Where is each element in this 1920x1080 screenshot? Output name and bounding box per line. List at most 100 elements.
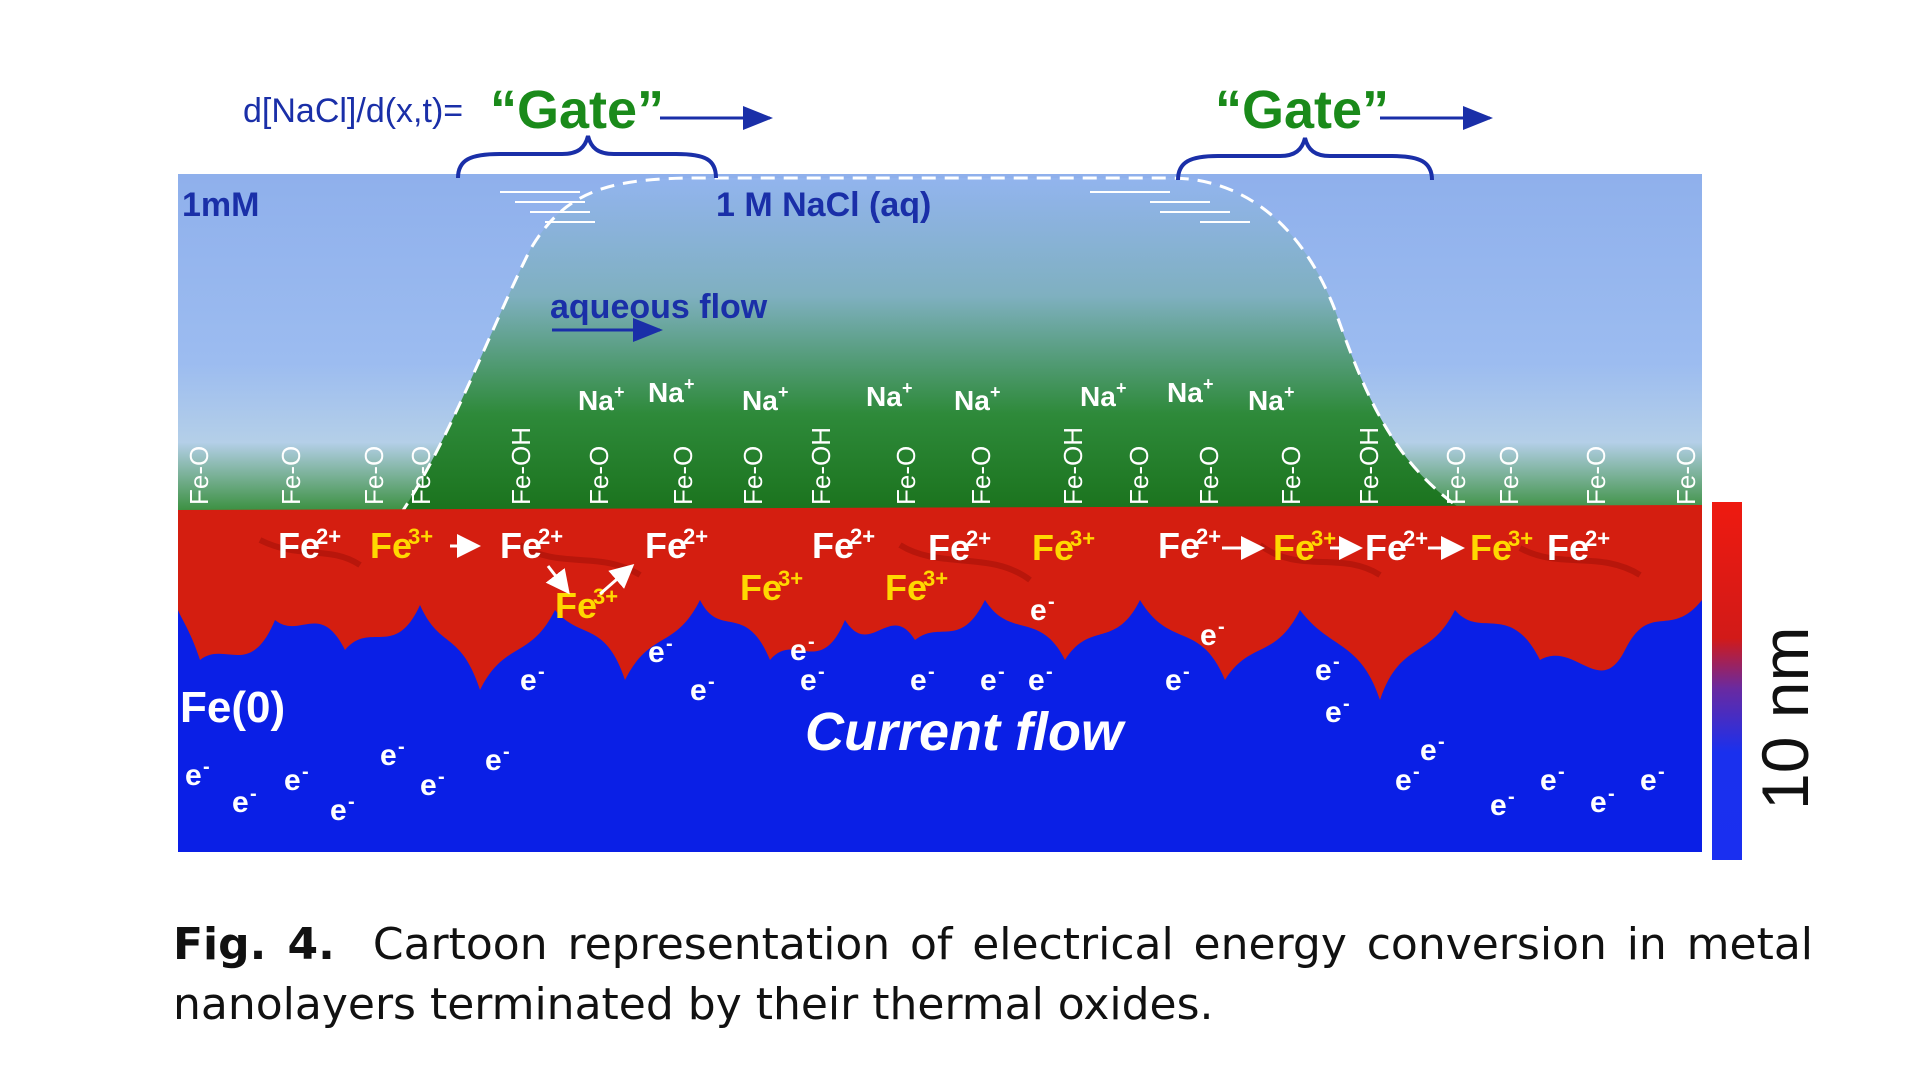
fe-oh-group: Fe-OH	[1354, 427, 1384, 505]
electron-charge: -	[818, 661, 825, 683]
electron-transfer-arrow	[545, 565, 570, 595]
sodium-ion: Na	[1167, 377, 1203, 408]
fe3-ion: Fe	[740, 567, 782, 608]
fe2-ion: Fe	[278, 525, 320, 566]
caption-label: Fig. 4.	[173, 919, 335, 970]
fe-oh-group: Fe-OH	[806, 427, 836, 505]
electron: e	[1030, 594, 1047, 627]
electron: e	[380, 739, 397, 772]
fe-o-group: Fe-O	[1194, 446, 1224, 505]
sodium-ion: Na	[1080, 381, 1116, 412]
fe2-ion-charge: 2+	[1403, 526, 1428, 551]
fe2-ion-charge: 2+	[538, 524, 563, 549]
fe-o-group: Fe-O	[1581, 446, 1611, 505]
sodium-ion-charge: +	[684, 374, 695, 394]
gradient-formula: d[NaCl]/d(x,t)=	[243, 92, 463, 130]
electron-charge: -	[348, 791, 355, 813]
electron-charge: -	[1658, 761, 1665, 783]
sodium-ion-charge: +	[778, 382, 789, 402]
sodium-ion: Na	[648, 377, 684, 408]
sodium-ion-charge: +	[1116, 378, 1127, 398]
fe-o-group: Fe-O	[1671, 446, 1701, 505]
low-concentration-label: 1mM	[182, 186, 259, 224]
electron: e	[1590, 786, 1607, 819]
electron: e	[330, 794, 347, 827]
electron-charge: -	[998, 661, 1005, 683]
electron: e	[1640, 764, 1657, 797]
electron: e	[284, 764, 301, 797]
motion-lines	[500, 191, 1250, 223]
electron: e	[1200, 619, 1217, 652]
electron: e	[420, 769, 437, 802]
fe-o-group: Fe-O	[668, 446, 698, 505]
sodium-ion-charge: +	[902, 378, 913, 398]
oxide-layer	[178, 505, 1702, 700]
electron: e	[648, 636, 665, 669]
electron: e	[1028, 664, 1045, 697]
sodium-ion-charge: +	[614, 382, 625, 402]
fe3-ion-charge: 3+	[408, 524, 433, 549]
sodium-ion: Na	[578, 385, 614, 416]
fe3-ion-charge: 3+	[923, 566, 948, 591]
electron-charge: -	[808, 631, 815, 653]
electron: e	[1325, 696, 1342, 729]
fe2-ion: Fe	[1158, 525, 1200, 566]
electron-charge: -	[1046, 661, 1053, 683]
electron: e	[1165, 664, 1182, 697]
concentration-dome	[400, 178, 1470, 515]
electron: e	[800, 664, 817, 697]
electron: e	[1490, 789, 1507, 822]
fe2-ion: Fe	[1365, 527, 1407, 568]
fe2-ion-charge: 2+	[966, 526, 991, 551]
electron: e	[980, 664, 997, 697]
electron-charge: -	[1508, 786, 1515, 808]
current-flow-label: Current flow	[805, 702, 1126, 762]
scale-bar	[1712, 502, 1742, 860]
fe-o-group: Fe-O	[1276, 446, 1306, 505]
fe-o-group: Fe-O	[1441, 446, 1471, 505]
electron-charge: -	[666, 633, 673, 655]
fe3-ion-charge: 3+	[1508, 526, 1533, 551]
electron: e	[485, 744, 502, 777]
electron-charge: -	[1343, 693, 1350, 715]
sodium-ions: Na+Na+Na+Na+Na+Na+Na+Na+	[578, 374, 1295, 416]
fe3-ion-charge: 3+	[778, 566, 803, 591]
electron-charge: -	[503, 741, 510, 763]
fe3-ion: Fe	[370, 525, 412, 566]
fe3-ion: Fe	[1470, 527, 1512, 568]
electron: e	[790, 634, 807, 667]
fe-o-group: Fe-O	[184, 446, 214, 505]
electron-charge: -	[1413, 761, 1420, 783]
sodium-ion-charge: +	[1284, 382, 1295, 402]
electrons: e-e-e-e-e-e-e-e-e-e-e-e-e-e-e-e-e-e-e-e-…	[185, 591, 1665, 827]
electron: e	[185, 759, 202, 792]
dome-boundary	[398, 176, 1471, 517]
fe-o-group: Fe-O	[584, 446, 614, 505]
sodium-ion-charge: +	[990, 382, 1001, 402]
electron-charge: -	[928, 661, 935, 683]
electron-charge: -	[1558, 761, 1565, 783]
fe-o-group: Fe-O	[406, 446, 436, 505]
fe2-ion-charge: 2+	[683, 524, 708, 549]
fe2-ion-charge: 2+	[1196, 524, 1221, 549]
gate-brace-left	[456, 135, 718, 179]
electron-charge: -	[203, 756, 210, 778]
electron-charge: -	[1218, 616, 1225, 638]
fe2-ion: Fe	[812, 525, 854, 566]
fe-o-group: Fe-O	[276, 446, 306, 505]
electron-charge: -	[438, 766, 445, 788]
sodium-ion: Na	[866, 381, 902, 412]
fe-oh-group: Fe-OH	[506, 427, 536, 505]
electron: e	[232, 786, 249, 819]
fe2-ion-charge: 2+	[316, 524, 341, 549]
electron: e	[690, 674, 707, 707]
gate-label-right: “Gate”	[1215, 80, 1389, 140]
fe-oh-group: Fe-OH	[1058, 427, 1088, 505]
fe3-ion: Fe	[885, 567, 927, 608]
electron-charge: -	[708, 671, 715, 693]
fe2-ion: Fe	[928, 527, 970, 568]
electron-charge: -	[398, 736, 405, 758]
fe2-ion: Fe	[500, 525, 542, 566]
electron: e	[1420, 734, 1437, 767]
